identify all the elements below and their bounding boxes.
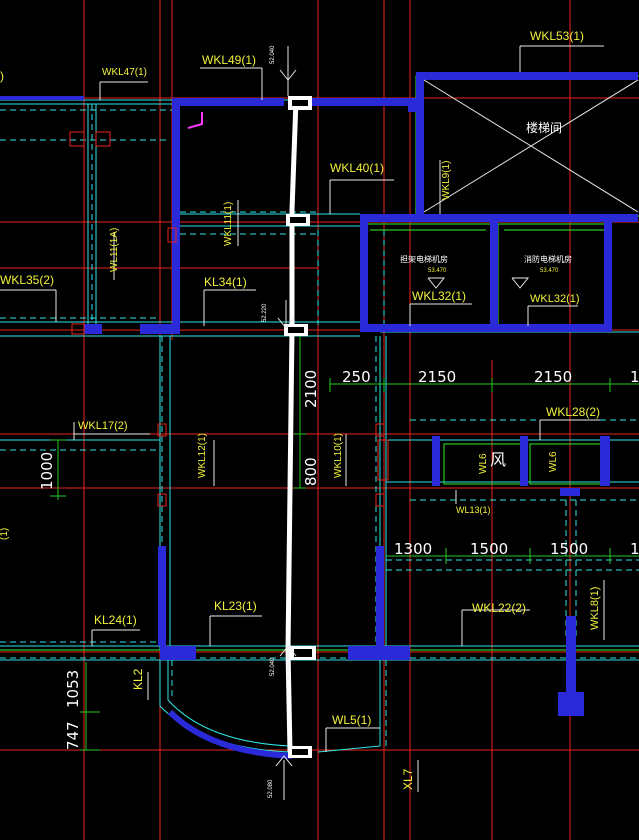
dimension-1300: 1300 [394,540,433,558]
label-kl24: KL24(1) [94,613,137,627]
elevation-e4: 52.080 [268,779,274,798]
label-wkl12: WKL12(1) [197,432,208,478]
label-wkl17: WKL17(2) [78,420,128,432]
label-wl6-a: WL6 [478,453,489,474]
room-label-stair: 楼梯间 [526,121,563,135]
label-wl11a: WL11(1A) [109,227,120,272]
dimension-1500-a: 1500 [470,540,509,558]
elevation-e2: 52.220 [262,303,268,322]
dimension-1000: 1000 [38,451,56,490]
label-kl34: KL34(1) [204,275,247,289]
dimension-747: 747 [64,721,82,750]
label-wl13: WL13(1) [456,505,491,515]
label-left-edge-mid: (1) [0,527,10,540]
dimension-edge-1: 1 [630,368,639,386]
dimension-800: 800 [302,457,320,486]
label-kl2: KL2 [131,668,145,690]
dimension-1053: 1053 [64,669,82,708]
label-wkl40: WKL40(1) [330,161,385,175]
expansion-wall [284,96,316,758]
dimension-2100: 2100 [302,369,320,408]
elevation-e1: 52.040 [270,45,276,64]
label-wl6-b: WL6 [548,451,559,472]
label-wkl11: WKL11(1) [223,201,234,246]
label-wkl35: WKL35(2) [0,273,55,287]
label-leaders [0,45,605,792]
label-wkl53: WKL53(1) [530,29,585,43]
joint-marks [69,131,389,507]
beam-dashed-lines [0,80,639,659]
dimension-2150-b: 2150 [534,368,573,386]
room-label-elevator-2: 消防电梯机房 [524,255,572,264]
label-wkl32-b: WKL32(1) [530,293,580,305]
label-wkl8: WKL8(1) [589,586,601,630]
label-wkl9: WKL9(1) [441,160,452,200]
dimension-edge-1b: 1 [630,540,639,558]
curved-wall [159,660,387,759]
label-wkl49: WKL49(1) [202,53,257,67]
label-wkl32-a: WKL32(1) [412,289,467,303]
elevation-room-1: 53.470 [428,268,447,274]
dimension-2150-a: 2150 [418,368,457,386]
stair-cross [423,79,639,213]
label-left-edge-top: ) [0,69,4,83]
room-outline-2 [497,223,609,331]
label-kl23: KL23(1) [214,599,257,613]
highlight-mark [187,112,203,129]
dimension-lines [50,336,639,751]
label-wkl22: WKL22(2) [472,601,527,615]
label-wl5: WL5(1) [332,713,372,727]
label-wkl10: WKL10(1) [333,432,344,478]
elevation-markers [275,46,530,800]
label-wkl28: WKL28(2) [546,405,601,419]
elevation-room-2: 53.470 [540,268,559,274]
beam-solid-lines [0,99,639,661]
room-outline-1 [365,223,493,331]
dimension-250: 250 [342,368,371,386]
label-wkl47: WKL47(1) [102,67,148,78]
dimension-1500-b: 1500 [550,540,589,558]
room-label-elevator-1: 担架电梯机房 [400,255,448,264]
label-xl7: XL7 [401,768,415,790]
wind-shaft-outline-2 [529,443,609,485]
elevation-e3: 52.040 [270,657,276,676]
room-label-wind: 风 [490,450,507,469]
